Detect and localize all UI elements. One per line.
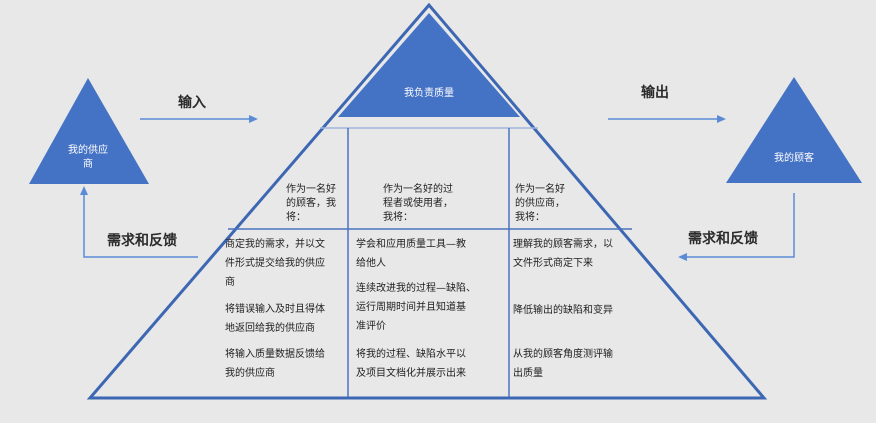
column-3-item-1: 理解我的顾客需求，以 文件形式商定下来 [513, 239, 613, 269]
output-label: 输出 [641, 85, 669, 101]
column-3-heading: 作为一名好 的供应商， 我将： [515, 184, 565, 223]
feedback-right-arrow-line [686, 193, 795, 258]
pyramid-outline [86, 2, 768, 400]
feedback-right-label: 需求和反馈 [688, 231, 758, 247]
customer-triangle [726, 77, 862, 183]
column-1-item-3: 将输入质量数据反馈给 我的供应商 [225, 349, 325, 379]
feedback-left-label: 需求和反馈 [107, 233, 177, 249]
column-2-item-3: 将我的过程、缺陷水平以 及项目文档化并展示出来 [356, 349, 466, 379]
feedback-left-arrowhead [80, 186, 88, 195]
supplier-label: 我的供应 商 [68, 145, 108, 170]
customer-label: 我的顾客 [774, 153, 814, 164]
column-1-item-2: 将错误输入及时且得体 地返回给我的供应商 [225, 304, 325, 334]
column-1-item-1: 商定我的需求，并以文 件形式提交给我的供应 商 [225, 239, 325, 288]
column-2-item-1: 学会和应用质量工具—教 给他人 [356, 239, 466, 269]
output-arrowhead [717, 115, 726, 123]
feedback-left-arrow-line [83, 194, 198, 258]
center-triangle [338, 13, 520, 117]
input-label: 输入 [178, 95, 206, 111]
supplier-triangle [29, 78, 149, 184]
center-triangle-label: 我负责质量 [404, 88, 454, 99]
column-2-item-2: 连续改进我的过程—缺陷、 运行周期时间并且知道基 准评价 [356, 283, 476, 332]
column-1-heading: 作为一名好 的顾客，我 将： [286, 184, 336, 223]
input-arrowhead [249, 115, 258, 123]
feedback-right-arrowhead [678, 253, 687, 261]
column-3-item-3: 从我的顾客角度测评输 出质量 [513, 349, 613, 379]
column-3-item-2: 降低输出的缺陷和变异 [513, 305, 613, 316]
column-2-heading: 作为一名好的过 程者或使用者， 我将： [383, 184, 453, 223]
